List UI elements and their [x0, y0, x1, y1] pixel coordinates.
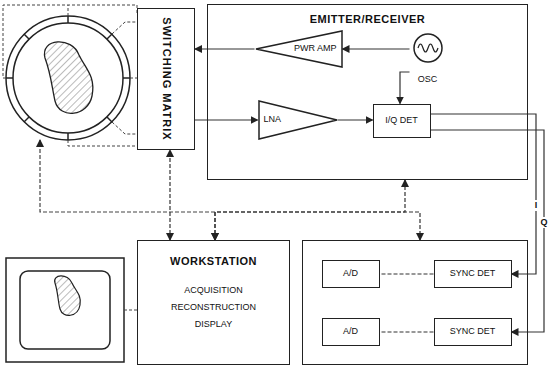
box-label: I/Q DET	[385, 115, 418, 126]
ring-bus-arrow	[40, 140, 215, 212]
monitor-cable	[124, 310, 137, 311]
signal-connector	[215, 180, 405, 240]
box-description: ACQUISITION RECONSTRUCTION DISPLAY	[162, 282, 266, 333]
object-cross-section	[44, 42, 92, 114]
signal-name: I	[535, 200, 538, 211]
box-label: OSC	[418, 74, 438, 85]
box-label: SYNC DET	[450, 326, 496, 337]
electrode-ring	[6, 16, 130, 140]
emitter-receiver-box: EMITTER/RECEIVER PWR AMP OSC LNA I/Q DET	[207, 4, 528, 180]
box-label: EMITTER/RECEIVER	[310, 13, 426, 26]
acquisition-box: A/D SYNC DET A/D SYNC DET	[302, 240, 528, 365]
signal-connector	[338, 119, 373, 120]
detector-box: I/Q DET	[373, 104, 431, 138]
workstation-box: WORKSTATION ACQUISITION RECONSTRUCTION DI…	[137, 240, 290, 365]
signal-connector	[343, 48, 410, 49]
box-label: SWITCHING MATRIX	[159, 17, 172, 140]
signal-connector	[431, 114, 537, 274]
signal-connector	[431, 130, 545, 332]
amplifier-symbol: PWR AMP	[255, 30, 343, 68]
detector-box: SYNC DET	[434, 318, 512, 346]
detector-box: SYNC DET	[434, 260, 512, 288]
monitor	[6, 258, 124, 362]
box-label: LNA	[264, 114, 282, 125]
ring-leads	[3, 5, 137, 146]
signal-connector	[195, 119, 258, 120]
oscillator-symbol: OSC	[410, 33, 446, 85]
signal-connector	[400, 72, 410, 104]
switching-matrix-box: SWITCHING MATRIX	[137, 8, 195, 150]
signal-connector	[215, 212, 420, 240]
box-label: A/D	[343, 268, 358, 279]
box-label: WORKSTATION	[170, 255, 257, 268]
box-label: PWR AMP	[294, 43, 337, 54]
signal-connector	[195, 48, 255, 49]
amplifier-symbol: LNA	[258, 100, 338, 140]
converter-box: A/D	[322, 318, 380, 346]
signal-name: Q	[540, 217, 547, 228]
signal-connector	[380, 273, 434, 274]
signal-connector	[169, 150, 170, 240]
signal-connector	[380, 331, 434, 332]
box-label: A/D	[343, 326, 358, 337]
converter-box: A/D	[322, 260, 380, 288]
box-label: SYNC DET	[450, 268, 496, 279]
